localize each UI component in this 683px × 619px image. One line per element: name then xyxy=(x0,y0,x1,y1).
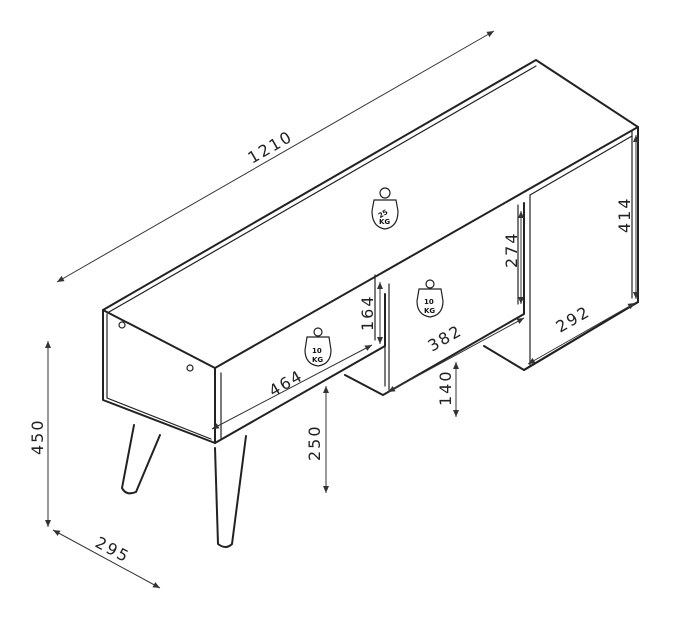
weight-10-left-unit: KG xyxy=(312,356,323,364)
weight-25kg-icon: 25 KG xyxy=(371,187,399,230)
dim-middle-height: 274 xyxy=(502,231,521,268)
weight-25-value: 25 xyxy=(377,208,390,220)
dim-overall-height: 450 xyxy=(28,418,47,455)
weight-10-middle-unit: KG xyxy=(424,307,435,315)
dim-overall-length: 1210 xyxy=(245,127,297,168)
dim-middle-step: 140 xyxy=(436,369,455,406)
cabinet-outline xyxy=(102,59,639,444)
weight-10-middle-value: 10 xyxy=(424,298,434,306)
weight-10kg-middle-icon: 10 KG xyxy=(416,279,444,318)
weight-10kg-left-icon: 10 KG xyxy=(304,327,332,367)
dim-depth: 295 xyxy=(92,533,133,567)
weight-10-left-value: 10 xyxy=(312,347,322,355)
dim-left-height: 164 xyxy=(358,294,377,331)
dimension-lines xyxy=(45,30,639,589)
weight-25-unit: KG xyxy=(379,218,390,226)
dim-right-height: 414 xyxy=(615,196,634,233)
dim-leg-height: 250 xyxy=(305,424,324,461)
legs xyxy=(121,424,247,548)
